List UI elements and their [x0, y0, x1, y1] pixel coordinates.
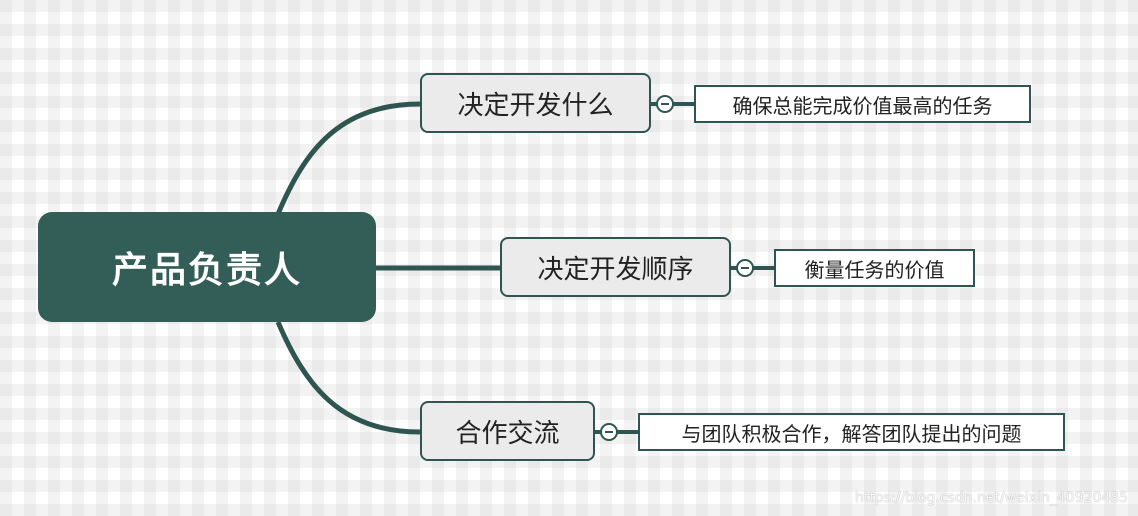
- branch-node-decide-order[interactable]: 决定开发顺序: [500, 237, 731, 297]
- leaf-node-detail[interactable]: 衡量任务的价值: [774, 249, 975, 287]
- watermark-text: https://blog.csdn.net/weixin_40920485: [854, 490, 1128, 506]
- branch-node-label: 决定开发什么: [457, 90, 614, 121]
- leaf-node-label: 确保总能完成价值最高的任务: [732, 93, 993, 118]
- leaf-node-detail[interactable]: 与团队积极合作，解答团队提出的问题: [638, 413, 1065, 451]
- root-node-label: 产品负责人: [111, 250, 302, 291]
- branch-node-label: 合作交流: [455, 418, 560, 449]
- collapse-minus-icon[interactable]: [736, 259, 754, 277]
- connector-root-branch-1: [275, 101, 421, 215]
- leaf-node-detail[interactable]: 确保总能完成价值最高的任务: [694, 85, 1031, 123]
- connector-root-branch-3: [275, 321, 421, 435]
- leaf-node-label: 与团队积极合作，解答团队提出的问题: [681, 421, 1022, 446]
- collapse-minus-icon[interactable]: [600, 423, 618, 441]
- branch-node-cooperate[interactable]: 合作交流: [420, 401, 595, 461]
- root-node[interactable]: 产品负责人: [38, 212, 376, 322]
- branch-node-decide-what[interactable]: 决定开发什么: [420, 73, 651, 133]
- leaf-node-label: 衡量任务的价值: [804, 257, 945, 282]
- branch-node-label: 决定开发顺序: [537, 254, 694, 285]
- collapse-minus-icon[interactable]: [656, 95, 674, 113]
